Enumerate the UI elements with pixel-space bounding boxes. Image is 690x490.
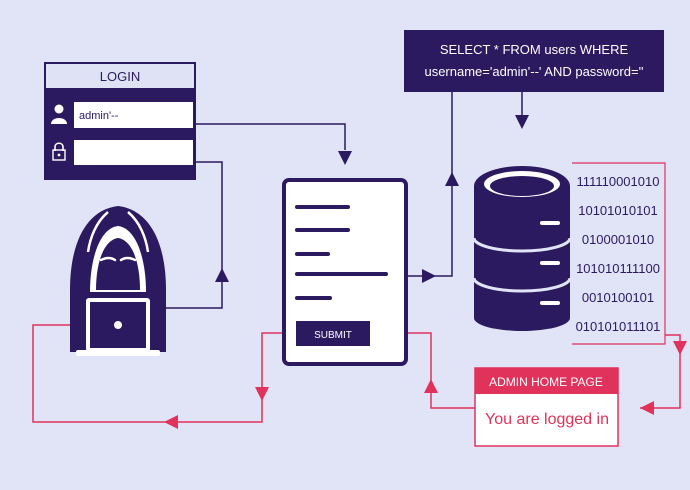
navy-connectors bbox=[150, 90, 523, 309]
binary-row: 10101010101 bbox=[578, 203, 658, 218]
binary-row: 010101011101 bbox=[576, 319, 661, 334]
arrowhead-to-attacker bbox=[164, 415, 178, 429]
password-field[interactable] bbox=[74, 140, 193, 165]
binary-row: 0100001010 bbox=[582, 232, 654, 247]
navy-arrowheads bbox=[215, 115, 529, 283]
lock-icon bbox=[52, 142, 66, 161]
arrowhead-up-form-line bbox=[424, 379, 438, 393]
red-connectors bbox=[32, 324, 681, 423]
binary-row: 111110001010 bbox=[577, 174, 660, 189]
database-icon bbox=[472, 166, 572, 331]
query-line-2: username='admin'--' AND password='' bbox=[424, 64, 643, 79]
arrowhead-form-to-db bbox=[422, 269, 436, 283]
arrowhead-into-db bbox=[515, 115, 529, 129]
submit-label: SUBMIT bbox=[314, 330, 352, 341]
arrowhead-data-down bbox=[673, 341, 687, 355]
login-title-bar bbox=[46, 64, 194, 88]
admin-result-panel: ADMIN HOME PAGE You are logged in bbox=[474, 367, 619, 447]
connector-data-to-result bbox=[640, 334, 681, 409]
arrowhead-submit-down bbox=[255, 387, 269, 401]
submit-button[interactable] bbox=[296, 321, 370, 346]
binary-row: 101010111100 bbox=[576, 261, 660, 276]
laptop-icon bbox=[76, 298, 160, 356]
red-arrowheads bbox=[164, 341, 687, 429]
connector-submit-down bbox=[175, 332, 295, 423]
query-line-1: SELECT * FROM users WHERE bbox=[440, 42, 629, 57]
arrowhead-into-form bbox=[338, 151, 352, 165]
form-document: SUBMIT bbox=[282, 178, 408, 366]
arrowhead-into-result bbox=[640, 401, 654, 415]
connector-query-to-form bbox=[408, 90, 453, 277]
login-panel: LOGIN admin'-- bbox=[44, 62, 196, 180]
arrowhead-up-query-line bbox=[445, 172, 459, 186]
binary-row: 0010100101 bbox=[582, 290, 654, 305]
sql-query-box: SELECT * FROM users WHERE username='admi… bbox=[404, 30, 664, 92]
user-icon bbox=[51, 104, 67, 124]
username-field[interactable] bbox=[74, 102, 193, 128]
result-message: You are logged in bbox=[485, 411, 609, 428]
document-text-lines bbox=[295, 205, 388, 300]
connector-form-to-result bbox=[408, 332, 475, 409]
hooded-hacker-icon bbox=[70, 206, 166, 356]
arrowhead-up-login-line bbox=[215, 268, 229, 282]
result-title-bar bbox=[475, 368, 618, 394]
connector-attacker-loop bbox=[32, 324, 175, 423]
connector-login-to-attacker bbox=[150, 161, 223, 309]
connector-login-to-form bbox=[193, 123, 346, 150]
result-title: ADMIN HOME PAGE bbox=[489, 375, 603, 389]
username-value: admin'-- bbox=[79, 110, 119, 122]
login-title: LOGIN bbox=[100, 69, 140, 84]
binary-data-panel: 111110001010 10101010101 0100001010 1010… bbox=[572, 162, 666, 345]
